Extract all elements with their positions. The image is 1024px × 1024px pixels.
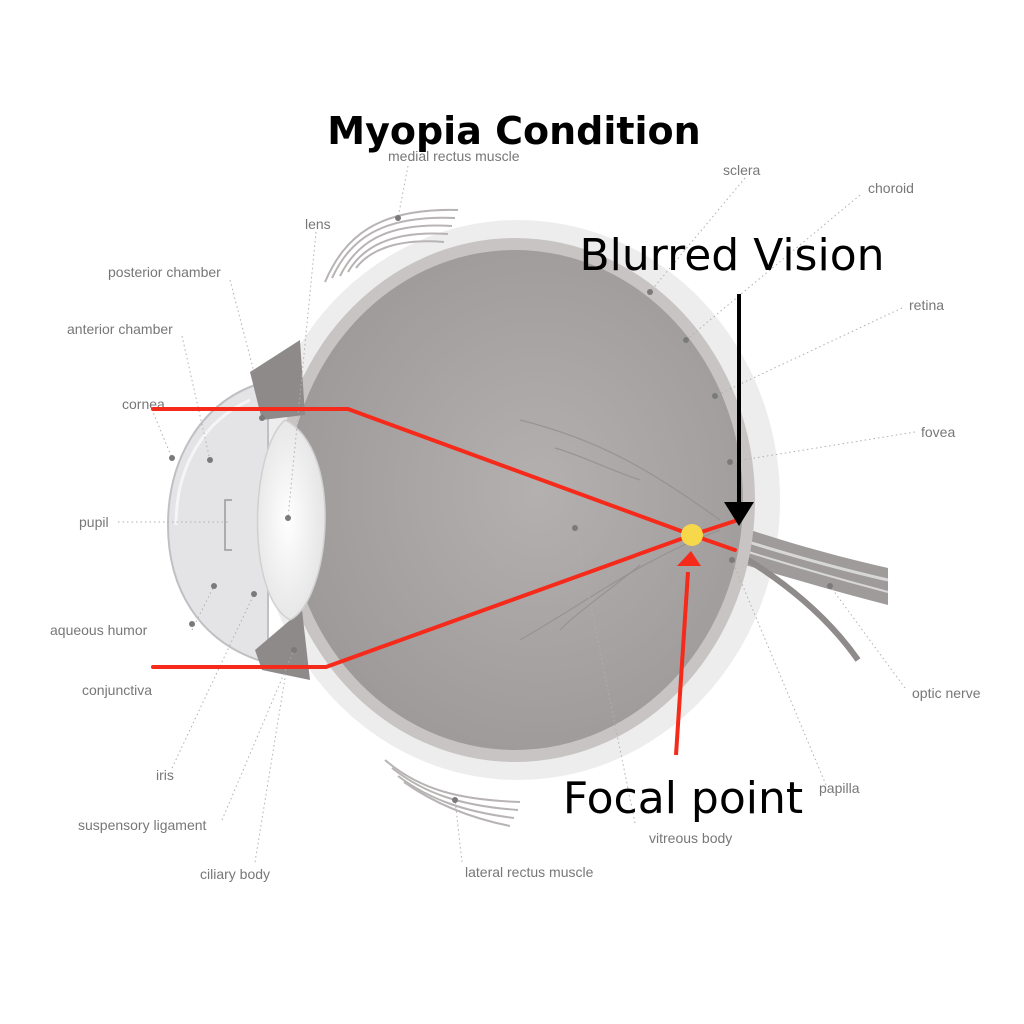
annotation-blurred-vision: Blurred Vision <box>579 230 884 281</box>
ciliary-body <box>250 340 310 680</box>
label-lens: lens <box>305 216 331 232</box>
page-title: Myopia Condition <box>327 109 700 153</box>
label-conjunctiva: conjunctiva <box>82 682 152 698</box>
label-sclera: sclera <box>723 162 761 178</box>
lens <box>256 419 326 621</box>
anatomy-labels: medial rectus muscle sclera choroid lens… <box>50 148 981 882</box>
label-pupil: pupil <box>79 514 109 530</box>
label-papilla: papilla <box>819 780 860 796</box>
label-choroid: choroid <box>868 180 914 196</box>
label-iris: iris <box>156 767 174 783</box>
leader-lines <box>118 165 916 863</box>
leader-dots <box>169 215 833 803</box>
focal-point-dot <box>681 524 703 546</box>
label-lateral-rectus: lateral rectus muscle <box>465 864 594 880</box>
label-posterior-chamber: posterior chamber <box>108 264 221 280</box>
label-retina: retina <box>909 297 944 313</box>
light-rays <box>151 407 740 669</box>
blurred-vision-arrow <box>724 294 754 526</box>
focal-point-arrow <box>674 551 701 756</box>
label-aqueous-humor: aqueous humor <box>50 622 148 638</box>
medial-rectus-muscle <box>324 208 459 283</box>
label-anterior-chamber: anterior chamber <box>67 321 173 337</box>
lateral-rectus-muscle <box>384 759 521 827</box>
label-optic-nerve: optic nerve <box>912 685 981 701</box>
label-fovea: fovea <box>921 424 955 440</box>
label-vitreous-body: vitreous body <box>649 830 732 846</box>
eyeball <box>275 238 755 762</box>
ray-upper <box>151 407 740 538</box>
label-ciliary-body: ciliary body <box>200 866 270 882</box>
annotation-focal-point: Focal point <box>563 773 803 824</box>
optic-nerve <box>728 525 889 662</box>
ray-lower <box>151 532 737 669</box>
label-suspensory-ligament: suspensory ligament <box>78 817 207 833</box>
pupil <box>224 499 232 551</box>
label-medial-rectus: medial rectus muscle <box>388 148 520 164</box>
